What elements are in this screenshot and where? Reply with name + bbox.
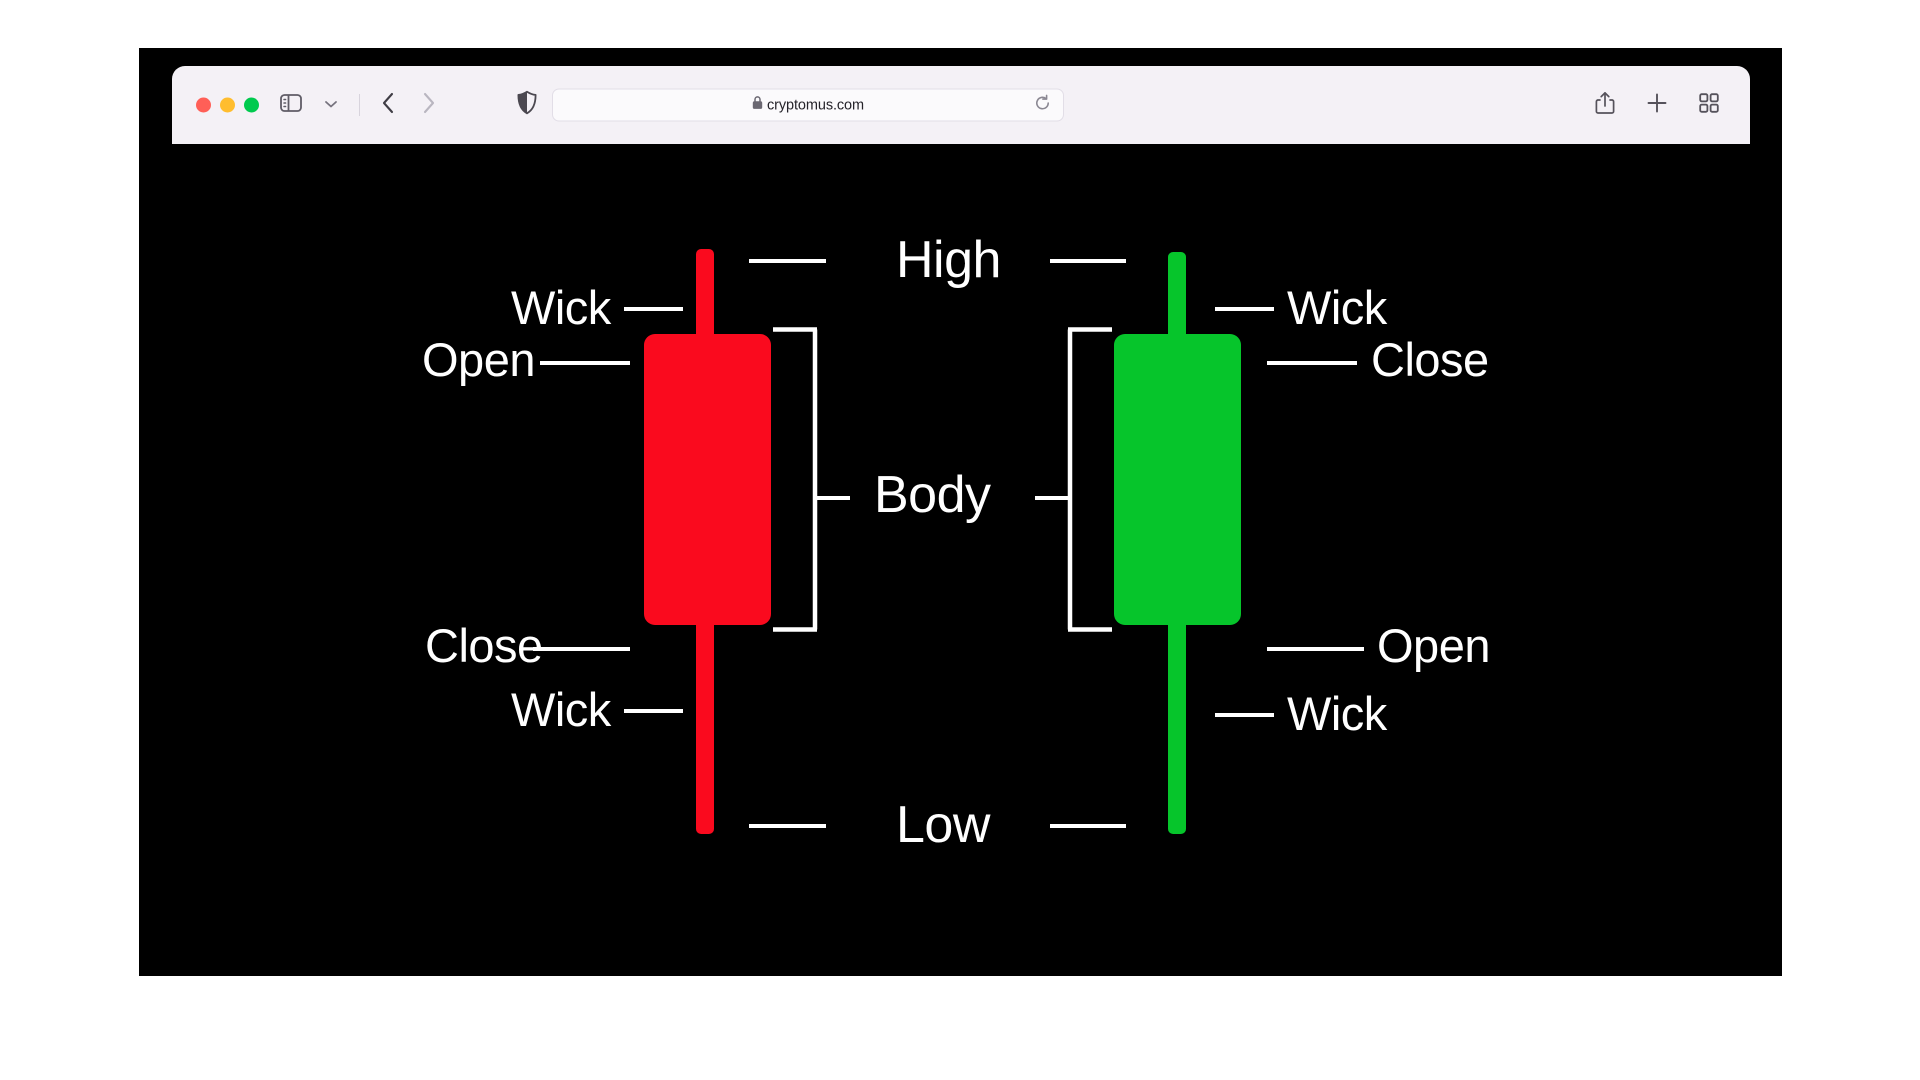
tab-overview-button[interactable]: [1690, 86, 1728, 124]
low-label: Low: [896, 796, 990, 854]
back-button[interactable]: [369, 86, 407, 124]
bullish-open-label: Open: [1377, 619, 1490, 672]
share-icon: [1595, 91, 1615, 120]
address-bar[interactable]: cryptomus.com: [552, 88, 1064, 122]
candlestick-anatomy-diagram: High Low Body Wick Open: [139, 144, 1782, 976]
sidebar-toggle-button[interactable]: [272, 86, 310, 124]
bearish-open-label: Open: [422, 333, 535, 386]
sidebar-toggle-icon: [280, 93, 302, 117]
reload-button[interactable]: [1031, 94, 1053, 116]
reload-icon: [1034, 94, 1051, 116]
traffic-lights: [196, 97, 259, 113]
privacy-shield-icon: [517, 90, 537, 119]
forward-arrow-icon: [421, 91, 436, 120]
new-tab-button[interactable]: [1638, 86, 1676, 124]
browser-toolbar: cryptomus.com: [172, 66, 1750, 144]
address-bar-content: cryptomus.com: [752, 96, 864, 115]
high-leader-left: [749, 259, 826, 263]
bullish-body-tick: [1035, 496, 1070, 500]
minimize-window-button[interactable]: [220, 97, 235, 113]
bearish-candle-body: [644, 334, 771, 625]
plus-icon: [1646, 92, 1668, 119]
chevron-down-icon: [324, 96, 338, 114]
bullish-wick-bottom-leader: [1215, 713, 1274, 717]
toolbar-divider: [359, 94, 360, 116]
forward-button[interactable]: [409, 86, 447, 124]
low-leader-left: [749, 824, 826, 828]
share-button[interactable]: [1586, 86, 1624, 124]
page-content: High Low Body Wick Open: [139, 144, 1782, 976]
bullish-open-leader: [1267, 647, 1364, 651]
bearish-open-leader: [540, 361, 630, 365]
privacy-shield-button[interactable]: [517, 90, 537, 120]
bullish-wick-bottom-label: Wick: [1287, 687, 1387, 740]
bullish-candle-body: [1114, 334, 1241, 625]
bearish-body-bracket: [773, 327, 818, 632]
bullish-close-leader: [1267, 361, 1357, 365]
bearish-body-tick: [815, 496, 850, 500]
url-text: cryptomus.com: [767, 97, 864, 113]
bullish-close-label: Close: [1371, 333, 1489, 386]
tab-overview-icon: [1699, 92, 1719, 118]
bearish-close-leader: [533, 647, 630, 651]
high-leader-right: [1050, 259, 1126, 263]
toolbar-right-group: [1586, 86, 1728, 124]
body-label: Body: [874, 466, 991, 524]
bearish-close-label: Close: [425, 619, 543, 672]
browser-window: cryptomus.com: [139, 48, 1782, 976]
toolbar-nav-group: [272, 86, 447, 124]
back-arrow-icon: [381, 91, 396, 120]
bearish-wick-bottom-leader: [624, 709, 683, 713]
lock-icon: [752, 96, 763, 115]
low-leader-right: [1050, 824, 1126, 828]
sidebar-dropdown-button[interactable]: [312, 86, 350, 124]
bullish-wick-top-leader: [1215, 307, 1274, 311]
close-window-button[interactable]: [196, 97, 211, 113]
bullish-wick-top-label: Wick: [1287, 281, 1387, 334]
bearish-wick-top-leader: [624, 307, 683, 311]
bearish-wick-bottom-label: Wick: [511, 683, 611, 736]
high-label: High: [896, 231, 1001, 289]
bullish-body-bracket: [1067, 327, 1112, 632]
bearish-wick-top-label: Wick: [511, 281, 611, 334]
maximize-window-button[interactable]: [244, 97, 259, 113]
